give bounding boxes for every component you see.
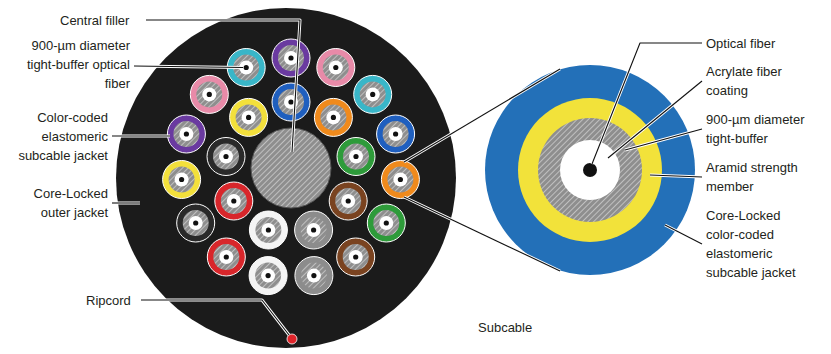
- callout-label: Color-coded elastomeric subcable jacket: [8, 108, 108, 165]
- subcable-jacket: [163, 161, 201, 199]
- acrylate-coating: [560, 140, 620, 200]
- leader-line: [141, 300, 289, 335]
- label-slot: Acrylate fiber coating: [706, 62, 816, 100]
- label-slot: 900-µm diameter tight-buffer optical fib…: [26, 36, 130, 93]
- leader-line: [112, 202, 140, 203]
- callout-label: Aramid strength member: [706, 158, 816, 196]
- callout-label: 900-µm diameter tight-buffer optical fib…: [26, 36, 130, 93]
- subcable-jacket: [249, 211, 287, 249]
- subcable-jacket: [272, 39, 310, 77]
- subcable-cores: [169, 45, 414, 289]
- callout-label: Core-Locked outer jacket: [8, 184, 108, 222]
- subcable-jacket: [329, 182, 367, 220]
- ripcord: [287, 334, 297, 344]
- subcable-jacket: [167, 115, 205, 153]
- label-slot: Aramid strength member: [706, 158, 816, 196]
- label-slot: Core-Locked color-coded elastomeric subc…: [706, 206, 816, 282]
- optical-fiber: [583, 163, 597, 177]
- tight-buffer: [538, 118, 642, 222]
- subcable-jacket: [367, 204, 405, 242]
- callout-label: Central filler: [60, 11, 129, 30]
- callout-label: Optical fiber: [706, 34, 816, 53]
- leader-line: [592, 43, 702, 164]
- subcable-jacket: [249, 257, 287, 295]
- callout-label: Subcable: [478, 318, 532, 337]
- subcable-jacket: [377, 115, 415, 153]
- subcable-jacket: [314, 98, 352, 136]
- label-slot: Ripcord: [86, 291, 131, 310]
- zoom-line: [404, 197, 560, 271]
- subcables: [163, 39, 420, 295]
- subcable-jacket: [207, 238, 245, 276]
- subcable-jacket: [317, 49, 355, 87]
- callout-label: Core-Locked color-coded elastomeric subc…: [706, 206, 816, 282]
- subcable-jacket: [337, 238, 375, 276]
- cable-cross-section: [116, 8, 456, 348]
- leader-line: [625, 129, 702, 150]
- label-slot: 900-µm diameter tight-buffer: [706, 110, 816, 148]
- aramid-strength-member: [518, 98, 662, 242]
- subcable-jacket: [354, 75, 392, 113]
- label-slot: Subcable: [478, 318, 532, 337]
- subcable-jacket: [337, 138, 375, 176]
- leader-line: [650, 175, 702, 177]
- leader-line: [608, 81, 702, 158]
- subcable-jacket: [381, 161, 419, 199]
- leader-line: [134, 66, 243, 68]
- leader-line: [146, 20, 300, 152]
- label-slot: Optical fiber: [706, 34, 816, 53]
- leader-line: [665, 225, 702, 244]
- label-slot: Central filler: [60, 11, 129, 30]
- subcable-jacket: [207, 138, 245, 176]
- subcable-jacket: [215, 182, 253, 220]
- callout-label: 900-µm diameter tight-buffer: [706, 110, 816, 148]
- subcable-jacket: [272, 83, 310, 121]
- callout-label: Acrylate fiber coating: [706, 62, 816, 100]
- subcable-jacket: [295, 257, 333, 295]
- callout-label: Ripcord: [86, 291, 131, 310]
- outer-jacket: [116, 8, 456, 348]
- subcable-jacket: [230, 98, 268, 136]
- leader-line: [112, 135, 170, 136]
- central-filler: [251, 128, 331, 208]
- zoom-line: [404, 69, 560, 162]
- label-slot: Color-coded elastomeric subcable jacket: [8, 108, 108, 165]
- subcable-jacket: [295, 211, 333, 249]
- subcable-jacket: [177, 204, 215, 242]
- subcable-jacket: [190, 75, 228, 113]
- leader-halos: [112, 20, 702, 335]
- leader-lines: [112, 20, 702, 335]
- label-slot: Core-Locked outer jacket: [8, 184, 108, 222]
